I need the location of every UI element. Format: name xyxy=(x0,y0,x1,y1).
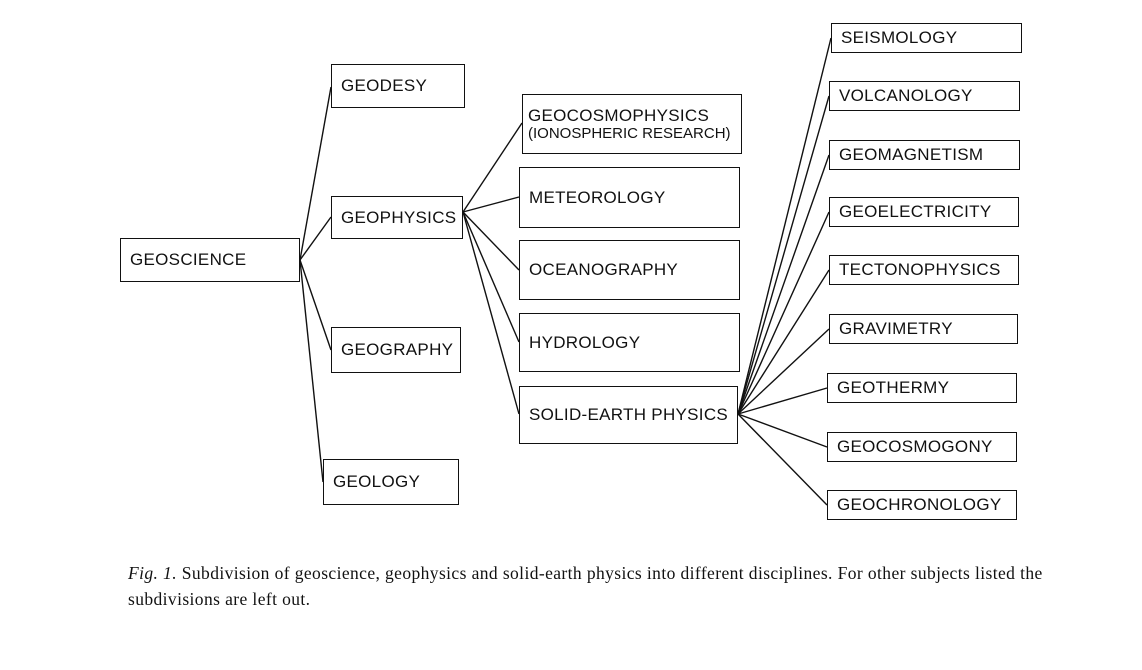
node-geophysics-label: GEOPHYSICS xyxy=(341,207,457,227)
node-geocosmogony: GEOCOSMOGONY xyxy=(827,432,1017,462)
node-solid-earth-physics-label: SOLID-EARTH PHYSICS xyxy=(529,405,729,425)
node-geothermy-label: GEOTHERMY xyxy=(837,378,950,398)
node-geoelectricity-label: GEOELECTRICITY xyxy=(839,202,992,222)
node-oceanography-label: OCEANOGRAPHY xyxy=(529,260,679,280)
node-hydrology: HYDROLOGY xyxy=(519,313,740,372)
node-geology: GEOLOGY xyxy=(323,459,459,505)
node-geoscience: GEOSCIENCE xyxy=(120,238,300,282)
node-geochronology-label: GEOCHRONOLOGY xyxy=(837,495,1002,515)
node-geography: GEOGRAPHY xyxy=(331,327,461,373)
node-geography-label: GEOGRAPHY xyxy=(341,340,454,360)
node-geocosmogony-label: GEOCOSMOGONY xyxy=(837,437,993,457)
node-tectonophysics-label: TECTONOPHYSICS xyxy=(839,260,1001,280)
node-volcanology: VOLCANOLOGY xyxy=(829,81,1020,111)
node-geomagnetism-label: GEOMAGNETISM xyxy=(839,145,984,165)
node-geochronology: GEOCHRONOLOGY xyxy=(827,490,1017,520)
figure-caption: Fig. 1. Subdivision of geoscience, geoph… xyxy=(128,560,1118,613)
node-solid-earth-physics: SOLID-EARTH PHYSICS xyxy=(519,386,738,444)
node-meteorology: METEOROLOGY xyxy=(519,167,740,228)
node-geodesy-label: GEODESY xyxy=(341,76,428,96)
node-gravimetry-label: GRAVIMETRY xyxy=(839,319,953,339)
node-geology-label: GEOLOGY xyxy=(333,472,421,492)
node-volcanology-label: VOLCANOLOGY xyxy=(839,86,973,106)
figure-caption-label: Fig. 1. xyxy=(128,563,177,583)
node-meteorology-label: METEOROLOGY xyxy=(529,187,666,207)
node-geoelectricity: GEOELECTRICITY xyxy=(829,197,1019,227)
node-hydrology-label: HYDROLOGY xyxy=(529,332,641,352)
node-geocosmophysics-sublabel: (IONOSPHERIC RESEARCH) xyxy=(528,125,731,143)
node-seismology: SEISMOLOGY xyxy=(831,23,1022,53)
node-seismology-label: SEISMOLOGY xyxy=(841,28,958,48)
node-tectonophysics: TECTONOPHYSICS xyxy=(829,255,1019,285)
node-geocosmophysics: GEOCOSMOPHYSICS (IONOSPHERIC RESEARCH) xyxy=(522,94,742,154)
node-geocosmophysics-label: GEOCOSMOPHYSICS xyxy=(528,105,710,125)
node-geoscience-label: GEOSCIENCE xyxy=(130,250,247,270)
node-geomagnetism: GEOMAGNETISM xyxy=(829,140,1020,170)
node-geothermy: GEOTHERMY xyxy=(827,373,1017,403)
figure-caption-text: Subdivision of geoscience, geophysics an… xyxy=(128,563,1043,610)
node-oceanography: OCEANOGRAPHY xyxy=(519,240,740,300)
node-geophysics: GEOPHYSICS xyxy=(331,196,463,239)
node-gravimetry: GRAVIMETRY xyxy=(829,314,1018,344)
node-geodesy: GEODESY xyxy=(331,64,465,108)
